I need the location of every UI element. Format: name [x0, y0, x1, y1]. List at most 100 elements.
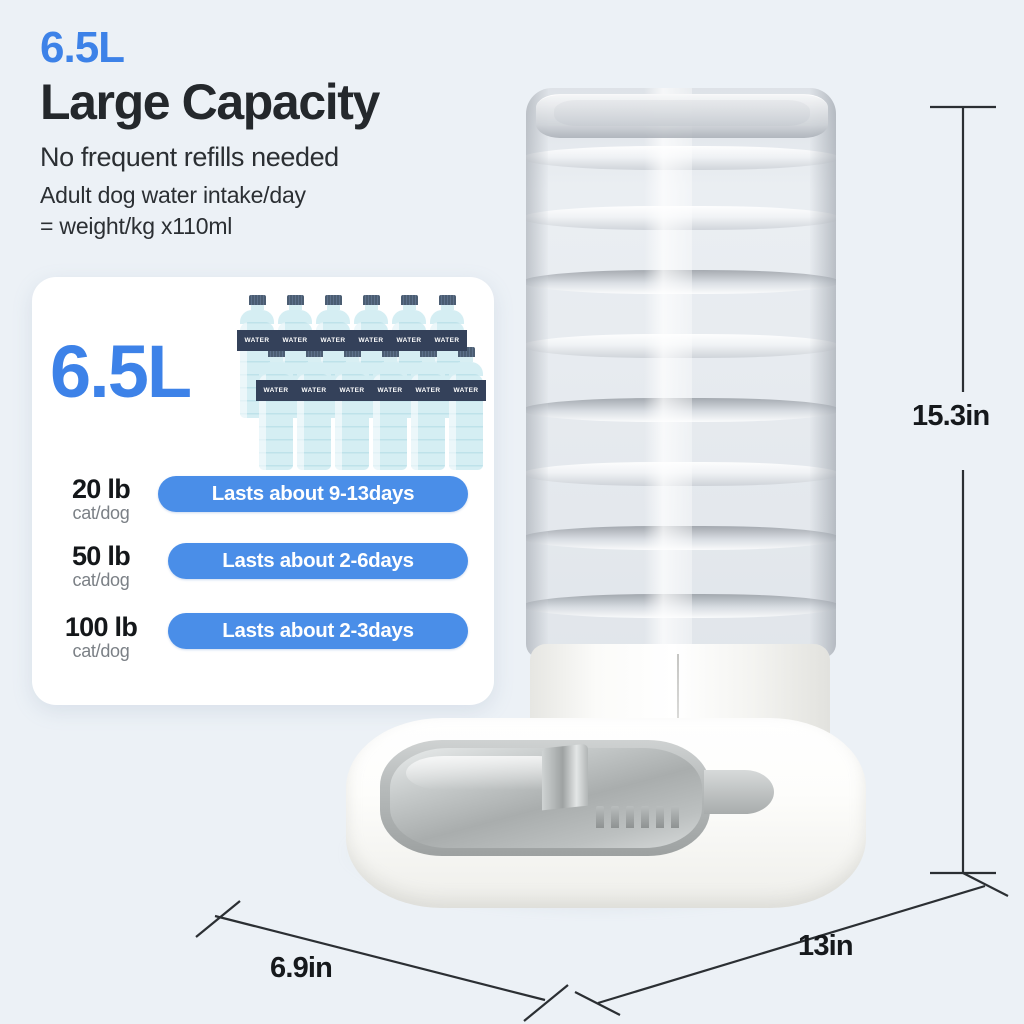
duration-row: 50 lb cat/dog Lasts about 2-6days: [32, 540, 494, 607]
bottle-neck: [269, 357, 283, 362]
bottle-cap-icon: [324, 295, 342, 305]
bowl-fin: [656, 806, 664, 828]
bottle-label: WATER: [256, 380, 296, 401]
intake-note-line-1: Adult dog water intake/day: [40, 182, 306, 209]
pet-type-label: cat/dog: [72, 503, 130, 524]
bottle-shoulder: [411, 362, 445, 376]
duration-badge: Lasts about 2-3days: [168, 613, 468, 649]
duration-row: 20 lb cat/dog Lasts about 9-13days: [32, 473, 494, 540]
width-dimension-label: 6.9in: [270, 952, 333, 984]
water-bottle: WATER: [294, 347, 334, 470]
bottle-cap-icon: [305, 347, 323, 357]
bottle-neck: [402, 305, 416, 310]
bottle-shoulder: [392, 310, 426, 324]
width-dimension-line: [195, 900, 569, 1022]
bottle-neck: [345, 357, 359, 362]
bottle-shoulder: [354, 310, 388, 324]
tank-left-edge: [526, 88, 548, 658]
bowl-fin: [671, 806, 679, 828]
water-bottle: WATER: [256, 347, 296, 470]
bottle-label: WATER: [332, 380, 372, 401]
tank-lid-inner: [554, 100, 810, 126]
bottle-neck: [250, 305, 264, 310]
bottle-neck: [440, 305, 454, 310]
bottle-label: WATER: [389, 330, 429, 351]
bottle-shoulder: [278, 310, 312, 324]
bowl-fin: [596, 806, 604, 828]
headline-subtitle: No frequent refills needed: [40, 141, 339, 172]
bottle-neck: [307, 357, 321, 362]
water-bottle: WATER: [332, 347, 372, 470]
page-title: Large Capacity: [40, 74, 380, 130]
bottle-neck: [288, 305, 302, 310]
height-dimension-label: 15.3in: [912, 400, 990, 432]
tank-highlight: [644, 88, 692, 658]
pet-weight-label: 20 lb cat/dog: [48, 475, 154, 524]
depth-dimension-label: 13in: [798, 930, 854, 962]
duration-row: 100 lb cat/dog Lasts about 2-3days: [32, 607, 494, 674]
base-seam-line: [677, 654, 679, 780]
bottle-cap-icon: [248, 295, 266, 305]
bottle-label: WATER: [408, 380, 448, 401]
product-image-pet-water-dispenser: [330, 88, 910, 918]
bottle-cap-icon: [362, 295, 380, 305]
bottle-neck: [421, 357, 435, 362]
bottle-shoulder: [240, 310, 274, 324]
water-bottles-illustration: WATER WATER WATER: [237, 295, 486, 470]
intake-note-line-2: = weight/kg x110ml: [40, 212, 233, 239]
capacity-info-card: 6.5L WATER WATER: [32, 277, 494, 705]
bottle-shoulder: [259, 362, 293, 376]
bottle-shoulder: [373, 362, 407, 376]
height-dimension-line: [930, 105, 996, 875]
water-bottle: WATER: [408, 347, 448, 470]
bottle-cap-icon: [343, 347, 361, 357]
bottle-shoulder: [316, 310, 350, 324]
bottle-label: WATER: [370, 380, 410, 401]
duration-badge: Lasts about 2-6days: [168, 543, 468, 579]
bottle-cap-icon: [400, 295, 418, 305]
water-bottle: WATER: [446, 347, 486, 470]
bottle-shoulder: [449, 362, 483, 376]
bowl-right-well: [704, 770, 774, 814]
capacity-badge: 6.5L: [40, 23, 125, 72]
bottle-label: WATER: [294, 380, 334, 401]
bottle-shoulder: [297, 362, 331, 376]
pet-weight-value: 100 lb: [64, 612, 138, 642]
bottle-cap-icon: [419, 347, 437, 357]
water-spout: [542, 743, 588, 811]
water-bowl-trough: [346, 718, 866, 908]
bottle-label: WATER: [237, 330, 277, 351]
bottle-cap-icon: [381, 347, 399, 357]
bowl-fins: [596, 806, 716, 830]
bottle-neck: [364, 305, 378, 310]
bottle-neck: [459, 357, 473, 362]
bottle-cap-icon: [438, 295, 456, 305]
pet-type-label: cat/dog: [72, 570, 130, 591]
bottle-neck: [326, 305, 340, 310]
tank-right-edge: [810, 88, 836, 658]
pet-type-label: cat/dog: [72, 641, 130, 662]
card-volume-value: 6.5L: [50, 330, 192, 413]
bottle-label: WATER: [313, 330, 353, 351]
bowl-fin: [626, 806, 634, 828]
bottle-label: WATER: [275, 330, 315, 351]
water-tank: [526, 88, 836, 658]
bottle-neck: [383, 357, 397, 362]
bowl-fin: [611, 806, 619, 828]
pet-weight-label: 50 lb cat/dog: [48, 542, 154, 591]
duration-rows: 20 lb cat/dog Lasts about 9-13days 50 lb…: [32, 473, 494, 674]
bottle-label: WATER: [351, 330, 391, 351]
bottle-cap-icon: [457, 347, 475, 357]
pet-weight-value: 50 lb: [71, 541, 131, 571]
pet-weight-value: 20 lb: [71, 474, 131, 504]
water-bottle: WATER: [370, 347, 410, 470]
bottle-shoulder: [430, 310, 464, 324]
bottle-label: WATER: [446, 380, 486, 401]
duration-badge: Lasts about 9-13days: [158, 476, 468, 512]
pet-weight-label: 100 lb cat/dog: [48, 613, 154, 662]
bottle-cap-icon: [286, 295, 304, 305]
bottle-shoulder: [335, 362, 369, 376]
headline-block: 6.5L Large Capacity No frequent refills …: [40, 26, 560, 241]
bowl-fin: [641, 806, 649, 828]
